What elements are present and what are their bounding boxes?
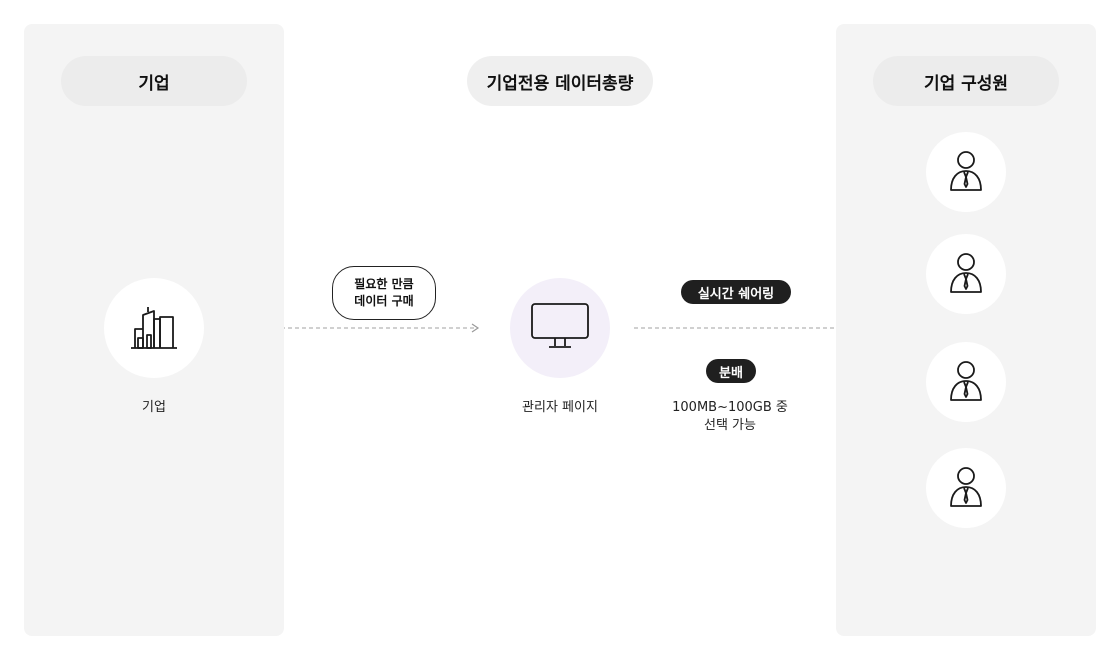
members-panel-title: 기업 구성원 [873,56,1059,106]
purchase-badge-line2: 데이터 구매 [354,294,414,308]
member-node-1 [926,132,1006,212]
monitor-icon [528,298,592,358]
distribute-range-line2: 선택 가능 [704,418,756,433]
member-node-4 [926,448,1006,528]
members-panel [836,24,1096,636]
admin-node-label: 관리자 페이지 [522,400,598,415]
company-node-label: 기업 [142,400,166,415]
purchase-badge: 필요한 만큼 데이터 구매 [332,266,436,320]
realtime-sharing-badge: 실시간 쉐어링 [681,280,791,304]
member-node-3 [926,342,1006,422]
purchase-arrowhead [471,323,480,333]
user-icon [946,358,986,406]
company-node [104,278,204,378]
member-node-2 [926,234,1006,314]
total-data-title: 기업전용 데이터총량 [467,56,653,106]
user-icon [946,148,986,196]
user-icon [946,250,986,298]
purchase-badge-line1: 필요한 만큼 [354,277,414,291]
user-icon [946,464,986,512]
building-icon [129,301,179,355]
admin-node [510,278,610,378]
distribute-range-line1: 100MB~100GB 중 [672,400,788,415]
distribute-badge: 분배 [706,359,756,383]
company-panel-title: 기업 [61,56,247,106]
